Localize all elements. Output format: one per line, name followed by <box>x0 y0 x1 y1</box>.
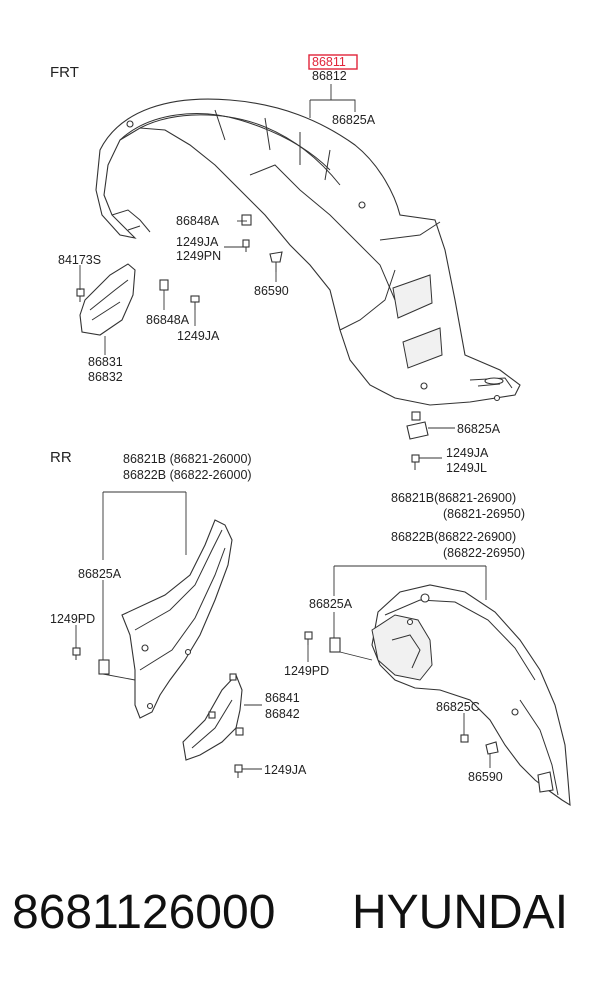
screw-1249pd-rear-left <box>72 647 81 660</box>
label-86822b-26900: 86822B(86822-26900) <box>391 530 516 544</box>
nut-86825a-rear-right <box>329 637 341 653</box>
label-86825a-rear-right: 86825A <box>309 597 353 611</box>
label-86812: 86812 <box>312 69 347 83</box>
label-86822b-26000: 86822B (86822-26000) <box>123 468 252 482</box>
footer-part-number: 8681126000 <box>12 886 275 939</box>
label-86821b-26000: 86821B (86821-26000) <box>123 452 252 466</box>
fastener-86848a-lower <box>159 279 169 291</box>
label-1249pd-rear-right: 1249PD <box>284 664 329 678</box>
screw-1249ja-rear <box>234 764 243 778</box>
label-1249ja-3: 1249JA <box>446 446 489 460</box>
rear-left-leader-lines <box>75 491 262 770</box>
front-leader-lines <box>79 84 455 459</box>
section-label-rear: RR <box>50 449 72 466</box>
screw-1249ja-top <box>242 239 250 252</box>
label-86848a-1: 86848A <box>176 214 220 228</box>
clip-84173s <box>76 288 85 302</box>
rear-wheel-guard-26900 <box>371 584 571 807</box>
label-86825a-rear-left: 86825A <box>78 567 122 581</box>
label-86811-highlight: 86811 <box>312 55 346 69</box>
label-86821b-26900: 86821B(86821-26900) <box>391 491 516 505</box>
label-86825a-bottom: 86825A <box>457 422 501 436</box>
nut-86825c <box>460 734 469 743</box>
label-86825a-top: 86825A <box>332 113 376 127</box>
mud-guard-86831 <box>79 263 136 336</box>
label-1249pd-rear-left: 1249PD <box>50 612 95 626</box>
label-1249jl: 1249JL <box>446 461 487 475</box>
label-86825c: 86825C <box>436 700 480 714</box>
clip-86590-rear <box>485 741 499 755</box>
label-86831: 86831 <box>88 355 123 369</box>
label-86822-26950: (86822-26950) <box>443 546 525 560</box>
label-1249pn: 1249PN <box>176 249 221 263</box>
label-1249ja-1: 1249JA <box>176 235 219 249</box>
label-86848a-2: 86848A <box>146 313 190 327</box>
footer-brand: HYUNDAI <box>352 886 568 939</box>
front-wheel-guard <box>95 98 521 406</box>
screw-1249pd-rear-right <box>304 631 313 645</box>
label-1249ja-rear: 1249JA <box>264 763 307 777</box>
label-86842: 86842 <box>265 707 300 721</box>
mud-guard-86841 <box>182 673 244 761</box>
label-86821-26950: (86821-26950) <box>443 507 525 521</box>
label-84173s: 84173S <box>58 253 101 267</box>
clip-86590-front <box>269 251 283 272</box>
highlight-box <box>308 54 358 70</box>
section-label-front: FRT <box>50 64 79 81</box>
rear-right-leader-lines <box>307 565 491 768</box>
label-86841: 86841 <box>265 691 300 705</box>
rear-wheel-guard-26000 <box>121 519 233 719</box>
fastener-86848a-top <box>241 214 252 226</box>
label-86590-front: 86590 <box>254 284 289 298</box>
label-1249ja-2: 1249JA <box>177 329 220 343</box>
label-86832: 86832 <box>88 370 123 384</box>
nut-86825a-rear-left <box>98 659 110 675</box>
screw-1249ja-lower <box>190 295 200 310</box>
nut-86825a-front <box>406 411 429 440</box>
label-86590-rear: 86590 <box>468 770 503 784</box>
screw-1249ja-bottom <box>411 454 420 470</box>
